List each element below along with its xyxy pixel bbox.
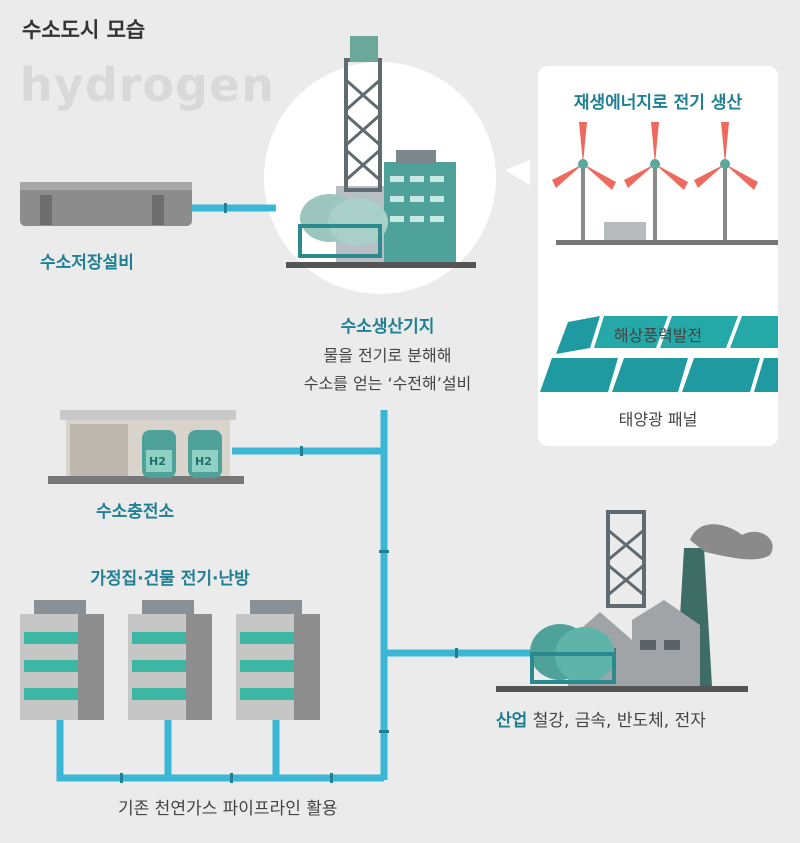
hub-description-line-2: 수소를 얻는 ‘수전해’설비: [303, 374, 472, 393]
storage-tank-graphic: [20, 182, 192, 226]
building-3: [236, 600, 320, 720]
building-2: [128, 600, 212, 720]
hydrogen-plant-graphic: [286, 36, 476, 268]
homes-label: 가정집·건물 전기·난방: [90, 569, 250, 589]
h2-tank-label-1: H2: [149, 455, 166, 468]
renewables-graphics: [540, 122, 778, 392]
pipeline-label: 기존 천연가스 파이프라인 활용: [118, 799, 338, 819]
factory-graphic: [496, 510, 773, 692]
solar-panels: [540, 316, 778, 392]
page-title: 수소도시 모습: [22, 18, 146, 42]
renewables-panel: 재생에너지로 전기 생산: [538, 66, 778, 446]
wind-turbine-2: [624, 122, 688, 240]
charging-station-label: 수소충전소: [96, 502, 175, 522]
page-subtitle-watermark: hydrogen: [20, 58, 275, 112]
industry-name: 산업: [496, 711, 528, 731]
buildings-graphic: [20, 600, 320, 720]
industry-detail: 철강, 금속, 반도체, 전자: [532, 711, 706, 731]
charging-station-graphic: [48, 410, 244, 484]
wind-power-label: 해상풍력발전: [613, 326, 703, 345]
storage-label: 수소저장설비: [40, 253, 134, 273]
wind-turbine-3: [694, 122, 758, 240]
wind-turbines: [552, 122, 778, 245]
solar-panel-label: 태양광 패널: [618, 410, 698, 429]
renewables-title: 재생에너지로 전기 생산: [573, 93, 743, 113]
h2-tank-label-2: H2: [195, 455, 212, 468]
building-1: [20, 600, 104, 720]
wind-turbine-1: [552, 122, 616, 240]
pipeline-network: [56, 204, 530, 782]
hub-description-line-1: 물을 전기로 분해해: [323, 346, 452, 365]
industry-label: 산업 철강, 금속, 반도체, 전자: [496, 706, 706, 731]
hub-name: 수소생산기지: [340, 317, 435, 337]
callout-pointer: [505, 160, 530, 185]
pipe-homes: [56, 720, 384, 782]
